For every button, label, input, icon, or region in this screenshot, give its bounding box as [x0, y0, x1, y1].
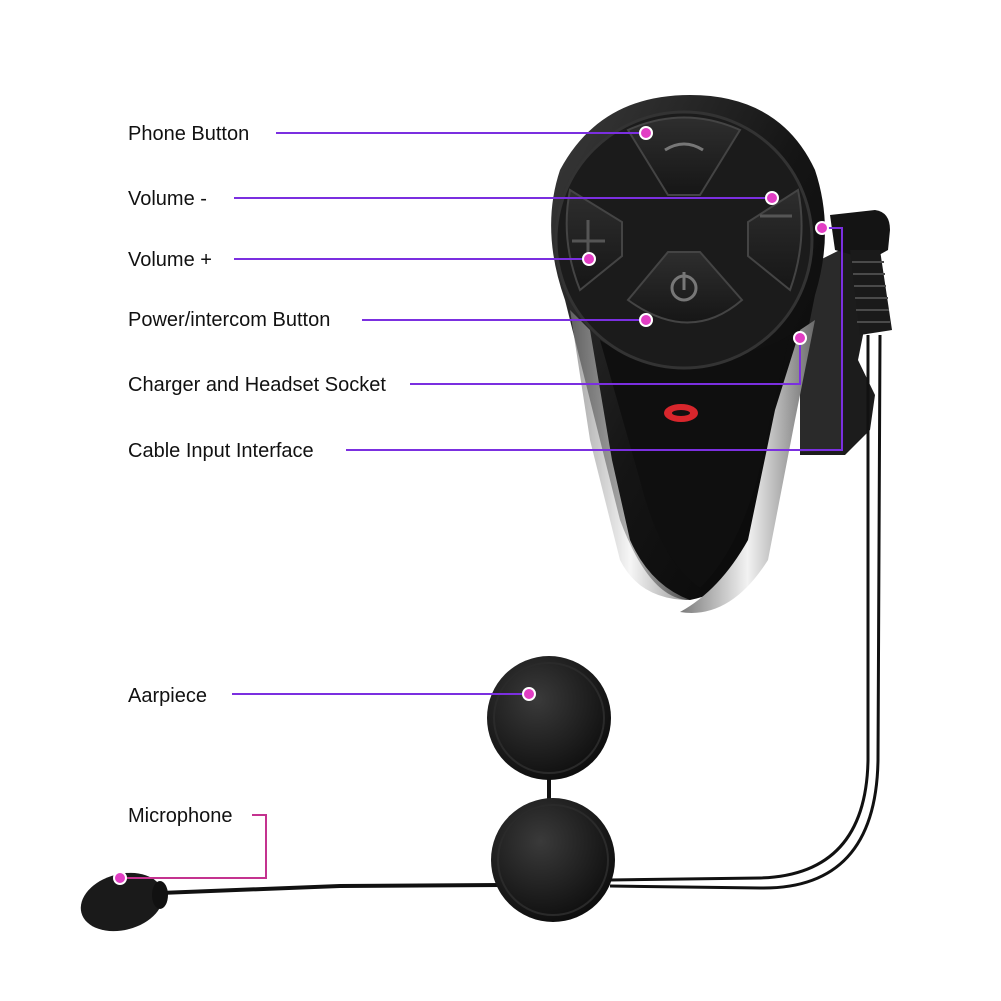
label-volume-minus: Volume -	[128, 188, 207, 210]
microphone-foam	[80, 872, 168, 932]
callout-charger	[410, 338, 801, 385]
label-charger-socket: Charger and Headset Socket	[128, 374, 386, 396]
cable-connector	[830, 210, 892, 335]
earpiece	[487, 656, 611, 780]
callout-lines	[120, 132, 843, 879]
phone-button-shape	[626, 116, 742, 196]
label-earpiece: Aarpiece	[128, 685, 207, 707]
label-phone-button: Phone Button	[128, 123, 250, 145]
label-power-intercom: Power/intercom Button	[128, 309, 331, 331]
callout-microphone	[120, 814, 267, 879]
label-microphone: Microphone	[128, 805, 233, 827]
label-volume-plus: Volume +	[128, 249, 212, 271]
second-earpiece	[491, 798, 615, 922]
label-cable-input: Cable Input Interface	[128, 440, 314, 462]
intercom-device	[551, 95, 825, 613]
callout-dots	[113, 126, 829, 885]
callout-cable-input	[346, 227, 843, 451]
